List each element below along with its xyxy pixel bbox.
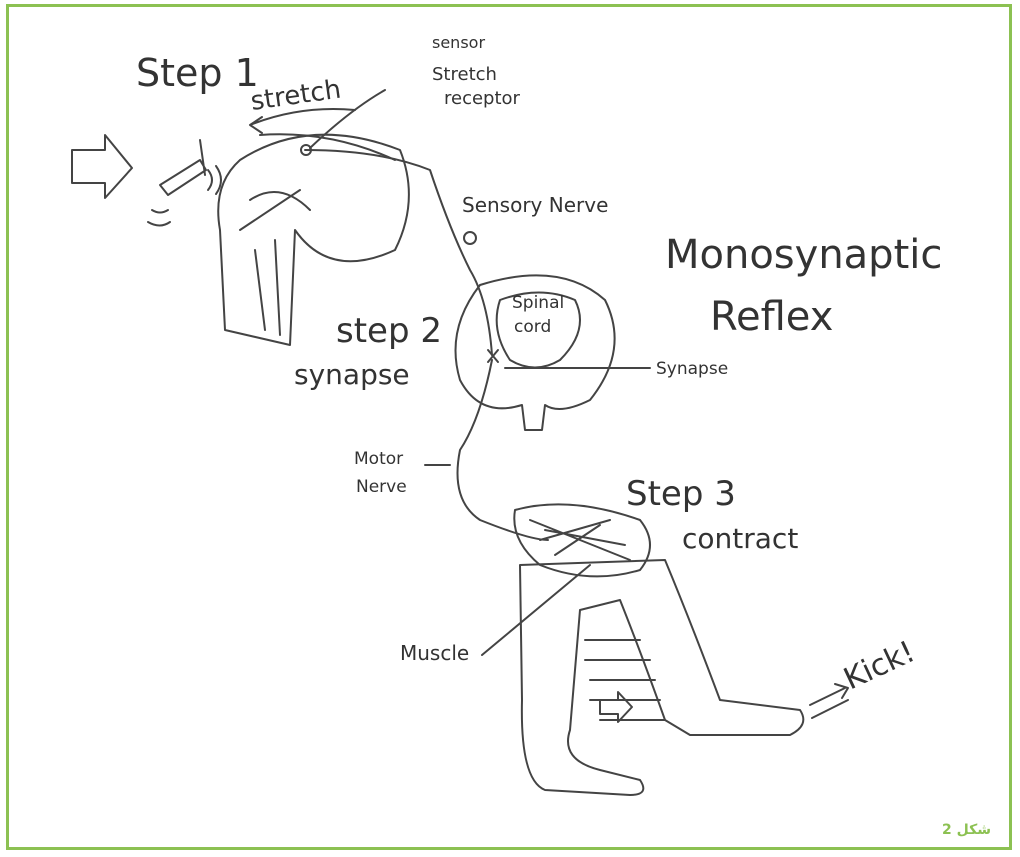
stretch-receptor-label-1: Stretch: [432, 64, 497, 85]
figure-caption: شكل 2: [942, 822, 991, 838]
kick-arrow-shape: [600, 692, 632, 722]
stretch-receptor-label-2: receptor: [444, 88, 521, 109]
sensor-label: sensor: [432, 33, 485, 52]
kick-motion-arrow: [810, 684, 848, 718]
lower-leg-outline: [520, 560, 803, 795]
motor-nerve-label-1: Motor: [354, 449, 403, 469]
sensory-nerve-label: Sensory Nerve: [462, 193, 608, 217]
reflex-hammer-icon: [160, 140, 206, 195]
motor-nerve-label-2: Nerve: [356, 477, 407, 497]
motor-nerve-path: [458, 360, 549, 540]
upper-leg-detail: [240, 134, 395, 335]
hammer-arrow: [72, 135, 132, 198]
ganglion: [464, 232, 476, 244]
spinal-cord-label-2: cord: [514, 317, 551, 337]
title-line-1: Monosynaptic: [665, 232, 942, 278]
step1-label: Step 1: [136, 51, 259, 95]
synapse-step-label: synapse: [294, 358, 410, 391]
spinal-cord-label-1: Spinal: [512, 293, 564, 313]
muscle-label: Muscle: [400, 641, 469, 665]
contract-label: contract: [682, 522, 798, 555]
title-line-2: Reflex: [710, 294, 833, 340]
synapse-label: Synapse: [656, 359, 728, 379]
leg-shading: [585, 640, 665, 720]
muscle-pointer: [482, 565, 590, 655]
step3-label: Step 3: [626, 474, 736, 514]
stretch-label: stretch: [249, 75, 343, 117]
step2-label: step 2: [336, 311, 442, 351]
kick-label: Kick!: [839, 634, 921, 697]
vibration-lines: [148, 166, 221, 226]
synapse-marker: [488, 350, 498, 362]
